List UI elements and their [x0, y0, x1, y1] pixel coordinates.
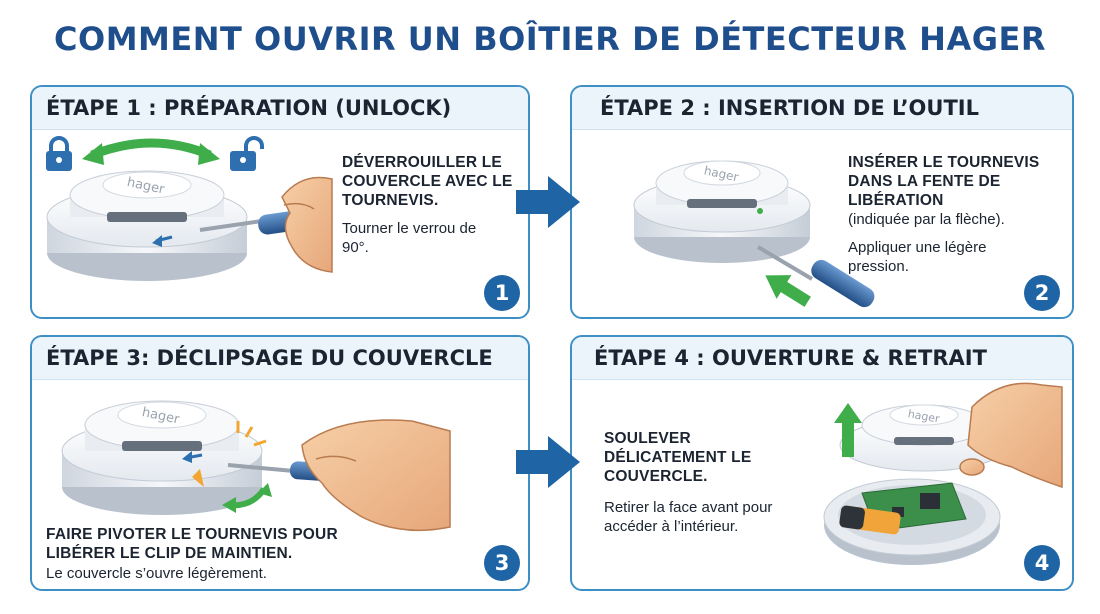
- step-3-detail: Le couvercle s’ouvre légèrement.: [46, 565, 267, 582]
- step-4-instruction: SOULEVER DÉLICATEMENT LE COUVERCLE.: [604, 430, 752, 485]
- hand-icon: [301, 419, 451, 532]
- step-4-panel: ÉTAPE 4 : OUVERTURE & RETRAIT hager: [570, 335, 1074, 591]
- step-2-instruction: INSÉRER LE TOURNEVIS DANS LA FENTE DE LI…: [848, 154, 1040, 209]
- step-2-illustration: hager: [633, 160, 875, 308]
- page-title: COMMENT OUVRIR UN BOÎTIER DE DÉTECTEUR H…: [54, 20, 1046, 58]
- step-1-illustration: hager: [46, 136, 333, 281]
- step-2-detail: Appliquer une légère pression.: [848, 239, 987, 275]
- step-3-number-badge: 3: [484, 545, 520, 581]
- smoke-detector: hager: [61, 400, 263, 515]
- step-1-detail: Tourner le verrou de 90°.: [342, 220, 477, 256]
- battery-icon: [839, 505, 901, 535]
- step-4-header: ÉTAPE 4 : OUVERTURE & RETRAIT: [572, 337, 1072, 380]
- step-1-number-badge: 1: [484, 275, 520, 311]
- step-4-heading: ÉTAPE 4 : OUVERTURE & RETRAIT: [594, 346, 987, 370]
- step-2-number-badge: 2: [1024, 275, 1060, 311]
- step-4-illustration: hager: [823, 382, 1063, 565]
- step-2-instruction-note: (indiquée par la flèche).: [848, 211, 1005, 228]
- step-1-heading: ÉTAPE 1 : PRÉPARATION (UNLOCK): [46, 96, 452, 120]
- step-4-number-badge: 4: [1024, 545, 1060, 581]
- brand-logo: hager: [907, 407, 941, 425]
- lock-open-icon: [230, 136, 264, 171]
- smoke-detector: hager: [633, 160, 811, 263]
- hand-icon: [281, 176, 333, 273]
- step-3-illustration: hager: [61, 400, 451, 532]
- smoke-detector: hager: [46, 170, 248, 281]
- up-arrow-icon: [834, 403, 862, 457]
- step-1-instruction: DÉVERROUILLER LE COUVERCLE AVEC LE TOURN…: [342, 154, 513, 209]
- hand-icon: [959, 382, 1063, 489]
- step-1-header: ÉTAPE 1 : PRÉPARATION (UNLOCK): [32, 87, 528, 130]
- rotate-arrow-icon: [222, 483, 272, 513]
- green-arrow-icon: [765, 275, 811, 307]
- step-2-header: ÉTAPE 2 : INSERTION DE L’OUTIL: [572, 87, 1072, 130]
- step-2-panel: ÉTAPE 2 : INSERTION DE L’OUTIL hager INS…: [570, 85, 1074, 319]
- step-3-instruction: FAIRE PIVOTER LE TOURNEVIS POUR LIBÉRER …: [46, 526, 338, 562]
- step-1-panel: ÉTAPE 1 : PRÉPARATION (UNLOCK): [30, 85, 530, 319]
- spark-icon: [236, 421, 267, 447]
- step-3-panel: ÉTAPE 3: DÉCLIPSAGE DU COUVERCLE hager: [30, 335, 530, 591]
- screwdriver-icon: [756, 245, 875, 308]
- next-step-arrow-2: [516, 436, 580, 488]
- step-4-detail: Retirer la face avant pour accéder à l’i…: [604, 499, 773, 535]
- next-step-arrow-1: [516, 176, 580, 228]
- lock-closed-icon: [46, 136, 72, 171]
- step-2-heading: ÉTAPE 2 : INSERTION DE L’OUTIL: [600, 96, 979, 120]
- step-3-header: ÉTAPE 3: DÉCLIPSAGE DU COUVERCLE: [32, 337, 528, 380]
- double-arrow-icon: [82, 138, 220, 165]
- step-3-heading: ÉTAPE 3: DÉCLIPSAGE DU COUVERCLE: [46, 346, 493, 370]
